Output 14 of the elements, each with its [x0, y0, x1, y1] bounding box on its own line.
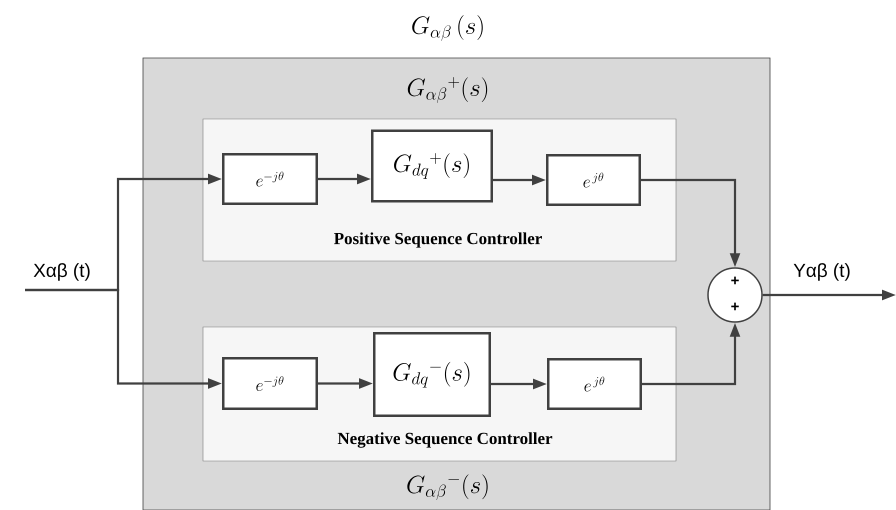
block: $e^{-j\theta}$ — [222, 357, 318, 410]
controller-label: Negative Sequence Controller — [338, 432, 552, 448]
block: $G_{dq}{}^{-}(s)$ — [373, 332, 491, 417]
summing-junction: + + — [707, 267, 763, 323]
block: $G_{dq}{}^{+}(s)$ — [371, 130, 493, 202]
block: $e^{-j\theta}$ — [222, 153, 318, 205]
signal-label: Yαβ (t) — [794, 263, 850, 281]
transfer-function: $G_{\alpha\beta}\,(s)$ — [412, 15, 483, 41]
transfer-function: $G_{\alpha\beta}{}^{-}(s)$ — [407, 474, 488, 500]
block: $e^{\,j\theta}$ — [546, 154, 641, 206]
signal-label: Xαβ (t) — [34, 263, 90, 281]
transfer-function: $G_{\alpha\beta}{}^{+}(s)$ — [408, 77, 488, 103]
block: $e^{\,j\theta}$ — [547, 358, 642, 410]
controller-label: Positive Sequence Controller — [334, 232, 542, 248]
